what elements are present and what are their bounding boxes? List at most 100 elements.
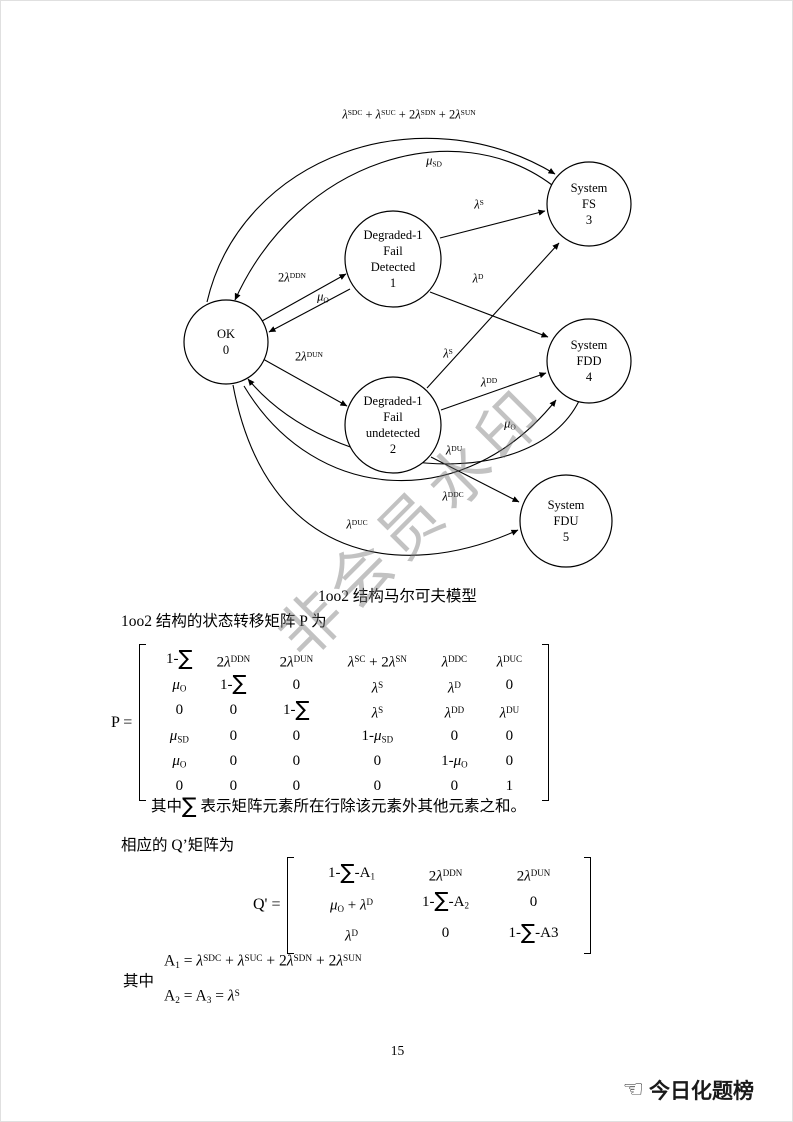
- edge-label-ok-to-fs: λSDC + λSUC + 2λSDN + 2λSUN: [342, 107, 476, 122]
- matrix-p-intro: 1oo2 结构的状态转移矩阵 P 为: [121, 613, 327, 630]
- state-node-system-fdd: System FDD 4: [570, 338, 608, 384]
- matrix-cell: 0: [292, 752, 301, 769]
- matrix-cell: λDUC: [496, 654, 523, 671]
- edge-label-d1-to-fs: λS: [474, 197, 484, 212]
- matrix-cell: 0: [229, 752, 238, 769]
- matrix-p-lhs: P =: [111, 713, 133, 731]
- matrix-cell: 1-∑-A1: [327, 859, 375, 884]
- edge-d1-to-fs: [439, 209, 546, 239]
- state-circle-fdu: [519, 474, 613, 568]
- where-label: 其中: [123, 972, 155, 990]
- matrix-cell: μO: [172, 676, 187, 693]
- edge-fdd-to-ok: [247, 378, 580, 465]
- edge-label-ok-to-d2: 2λDUN: [295, 349, 323, 364]
- edge-ok-to-fs: [206, 137, 556, 303]
- matrix-q-right-bracket: [584, 857, 592, 954]
- definition-a2-a3: A2 = A3 = λS: [164, 987, 240, 1006]
- edge-fs-to-ok: [234, 150, 553, 301]
- matrix-cell: 0: [450, 727, 459, 744]
- definition-a1: A1 = λSDC + λSUC + 2λSDN + 2λSUN: [164, 952, 362, 971]
- matrix-cell: 0: [450, 778, 459, 794]
- page-number: 15: [390, 1043, 405, 1058]
- edge-label-ok-to-fdd: λDDC: [442, 489, 464, 504]
- matrix-cell: 0: [292, 778, 301, 794]
- matrix-cell: 0: [175, 778, 184, 794]
- matrix-cell: λS: [371, 679, 384, 697]
- sum-note: 其中∑ 表示矩阵元素所在行除该元素外其他元素之和。: [151, 793, 527, 819]
- edge-ok-to-d1: [261, 273, 347, 322]
- matrix-cell: 0: [441, 925, 450, 942]
- edge-label-d2-to-fdu: λDU: [445, 443, 463, 458]
- matrix-cell: λDU: [499, 705, 520, 722]
- matrix-cell: 0: [229, 778, 238, 794]
- matrix-cell: 2λDUN: [279, 654, 314, 671]
- edge-ok-to-fdu: [232, 384, 519, 556]
- state-node-degraded1-detected: Degraded-1 Fail Detected 1: [363, 228, 423, 290]
- matrix-cell: 1-∑: [220, 671, 247, 696]
- matrix-q-left-bracket: [287, 857, 295, 954]
- pointing-hand-icon: ☜: [622, 1076, 644, 1103]
- markov-diagram: OK 0 Degraded-1 Fail Detected 1 Degraded…: [1, 1, 792, 601]
- matrix-cell: 0: [505, 727, 514, 744]
- matrix-cell: λD: [447, 679, 461, 697]
- matrix-cell: 1-μO: [441, 752, 468, 769]
- state-circle-fdd: [546, 318, 632, 404]
- edge-label-ok-to-fdu: λDUC: [346, 517, 368, 532]
- matrix-q-lhs: Q' =: [253, 896, 281, 914]
- matrix-cell: 0: [373, 752, 382, 769]
- edge-label-d2-to-fdd: λDD: [480, 375, 498, 390]
- matrix-cell: 2λDDN: [216, 654, 251, 671]
- matrix-cell: 2λDDN: [428, 868, 463, 885]
- edge-label-d2-to-fs: λS: [443, 346, 453, 361]
- matrix-cell: 0: [229, 702, 238, 718]
- edge-label-d1-to-fdd: λD: [472, 271, 484, 286]
- edge-d2-to-fdu: [430, 456, 520, 503]
- matrix-q-intro: 相应的 Q’矩阵为: [121, 837, 235, 854]
- matrix-p-left-bracket: [139, 644, 147, 801]
- matrix-cell: λD: [344, 928, 358, 945]
- matrix-cell: λSC + 2λSN: [347, 654, 407, 671]
- matrix-cell: 0: [229, 727, 238, 744]
- edge-ok-to-fdd: [243, 385, 557, 482]
- edge-d1-to-fdd: [429, 291, 549, 338]
- matrix-cell: μSD: [169, 727, 189, 744]
- state-circle-fs: [546, 161, 632, 247]
- matrix-cell: μO: [172, 752, 187, 769]
- footer-logo-text: 今日化题榜: [649, 1080, 754, 1103]
- state-node-degraded1-undetected: Degraded-1 Fail undetected 2: [363, 394, 423, 456]
- matrix-cell: 0: [175, 702, 184, 718]
- edge-d1-to-ok: [268, 288, 351, 333]
- matrix-cell: 0: [373, 778, 382, 794]
- matrix-cell: 1-∑-A2: [421, 888, 469, 913]
- matrix-cell: 1-μSD: [361, 727, 394, 744]
- figure-caption: 1oo2 结构马尔可夫模型: [318, 588, 477, 605]
- matrix-cell: 0: [505, 752, 514, 769]
- matrix-p-right-bracket: [542, 644, 550, 801]
- state-node-system-fdu: System FDU 5: [547, 498, 585, 544]
- edge-d2-to-fdd: [440, 372, 547, 411]
- matrix-cell: λDDC: [441, 654, 468, 671]
- matrix-cell: 1-∑: [166, 645, 193, 670]
- markov-diagram-svg: [183, 137, 632, 568]
- matrix-cell: 0: [505, 676, 514, 693]
- state-circle-ok: [183, 299, 269, 385]
- edge-label-fs-to-ok: μSD: [426, 153, 442, 169]
- matrix-cell: μO + λD: [329, 896, 373, 914]
- matrix-cell: 0: [292, 727, 301, 744]
- matrix-cell: 0: [529, 893, 538, 910]
- edge-d2-to-fs: [426, 242, 560, 389]
- state-circle-d2: [344, 376, 442, 474]
- definition-lines: A1 = λSDC + λSUC + 2λSDN + 2λSUN A2 = A3…: [164, 945, 362, 1015]
- matrix-cell: 0: [292, 676, 301, 693]
- matrix-cell: λS: [371, 705, 384, 722]
- footer-logo: ☜ 今日化题榜: [622, 1075, 754, 1105]
- matrix-cell: λDD: [444, 705, 465, 722]
- edge-label-ok-to-d1: 2λDDN: [278, 270, 306, 285]
- edge-label-fdd-to-ok: μO: [504, 416, 516, 432]
- definitions-block: 其中 A1 = λSDC + λSUC + 2λSDN + 2λSUN A2 =…: [123, 945, 362, 1015]
